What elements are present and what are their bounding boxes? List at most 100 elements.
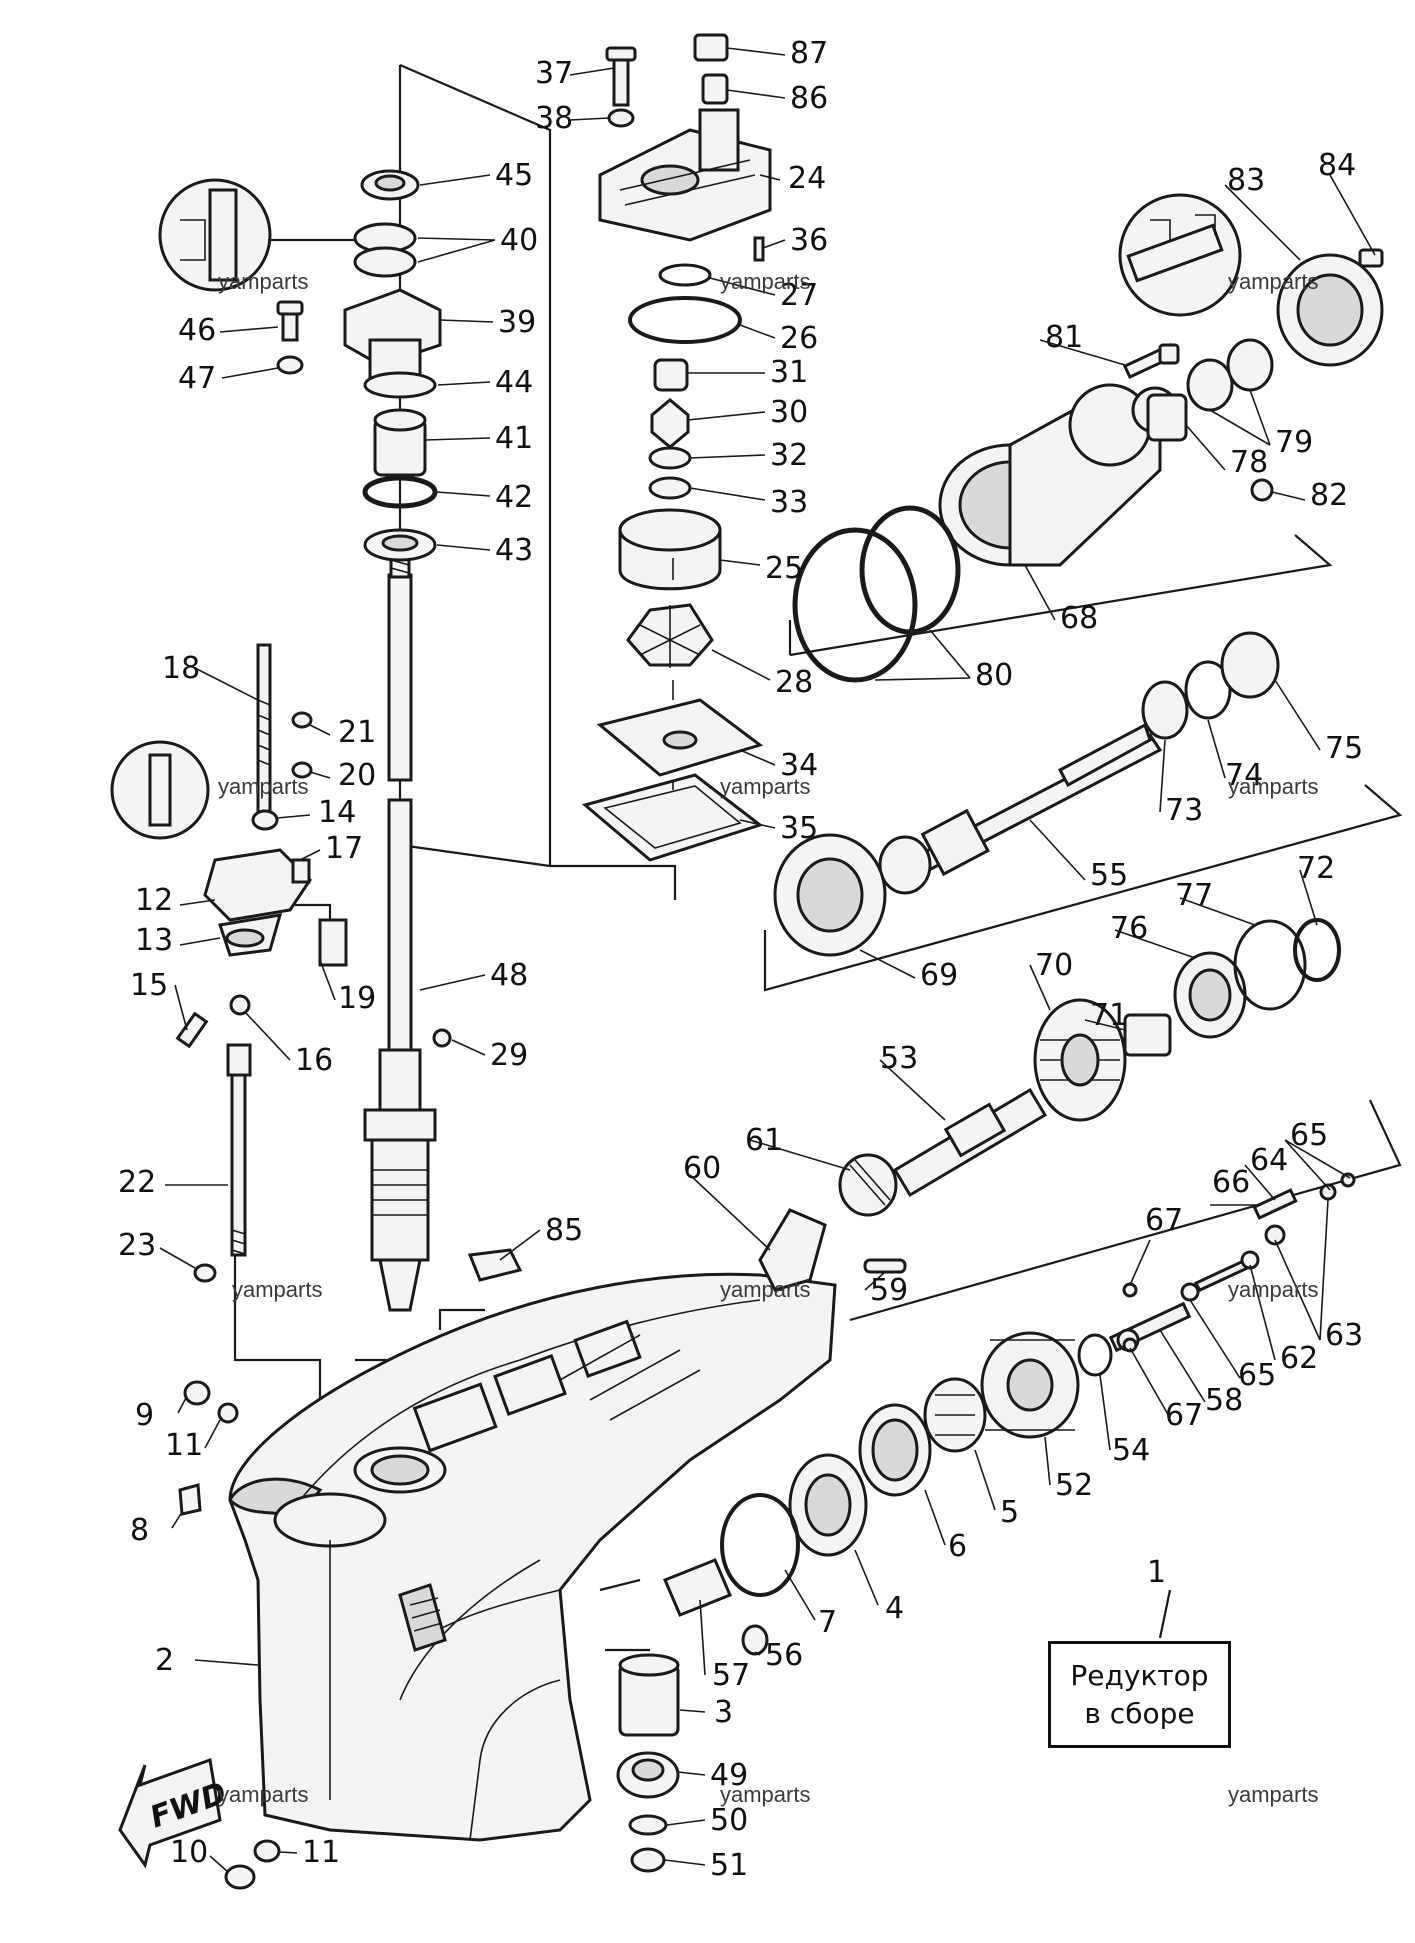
part-label-15: 15 [130,968,168,1003]
part-label-84: 84 [1318,148,1356,183]
part-label-46: 46 [178,313,216,348]
watermarks: yamparts yamparts yamparts yamparts yamp… [218,269,1318,1807]
part-label-1: 1 [1147,1555,1166,1590]
part-label-74: 74 [1225,758,1263,793]
assembly-label-line-1: Редуктор [1070,1658,1209,1692]
part-label-7: 7 [818,1605,837,1640]
part-label-45: 45 [495,158,533,193]
part-label-3: 3 [714,1695,733,1730]
part-label-8: 8 [130,1513,149,1548]
part-label-53: 53 [880,1041,918,1076]
watermark: yamparts [232,1277,322,1302]
part-label-52: 52 [1055,1468,1093,1503]
part-label-23: 23 [118,1228,156,1263]
part-label-62: 62 [1280,1341,1318,1376]
part-label-34: 34 [780,748,818,783]
shift-cam-parts [1108,1172,1356,1353]
part-label-44: 44 [495,365,533,400]
part-label-75: 75 [1325,731,1363,766]
part-label-24: 24 [788,161,826,196]
part-label-57: 57 [712,1658,750,1693]
watermark: yamparts [720,1782,810,1807]
watermark: yamparts [720,269,810,294]
part-label-5: 5 [1000,1495,1019,1530]
lower-gear-case [228,1272,837,1842]
watermark: yamparts [218,774,308,799]
case-fasteners [178,1380,281,1890]
part-label-9: 9 [135,1398,154,1433]
part-label-82: 82 [1310,478,1348,513]
part-label-58: 58 [1205,1383,1243,1418]
part-label-79: 79 [1275,425,1313,460]
part-label-19: 19 [338,981,376,1016]
part-label-17: 17 [325,831,363,866]
part-label-36: 36 [790,223,828,258]
part-label-69: 69 [920,958,958,993]
watermark: yamparts [720,774,810,799]
part-label-63: 63 [1325,1318,1363,1353]
part-label-64: 64 [1250,1143,1288,1178]
label-leaders [159,47,1376,1873]
small-parts-shaft [432,1028,523,1282]
part-label-67a: 67 [1145,1203,1183,1238]
part-label-2: 2 [155,1643,174,1678]
forward-gear-group [1033,918,1341,1122]
part-label-13: 13 [135,923,173,958]
part-label-31: 31 [770,355,808,390]
part-label-26: 26 [780,321,818,356]
watermark: yamparts [218,1782,308,1807]
propeller-shaft-housing [792,193,1384,683]
part-label-4: 4 [885,1591,904,1626]
part-label-81: 81 [1045,320,1083,355]
part-label-86: 86 [790,81,828,116]
part-label-20: 20 [338,758,376,793]
part-label-68: 68 [1060,601,1098,636]
part-label-48: 48 [490,958,528,993]
drive-shaft [363,553,437,1312]
part-label-56: 56 [765,1638,803,1673]
assembly-frame-lines [233,63,1403,1652]
part-label-50: 50 [710,1803,748,1838]
part-label-35: 35 [780,811,818,846]
part-label-11a: 11 [165,1428,203,1463]
part-label-59: 59 [870,1273,908,1308]
part-label-25: 25 [765,551,803,586]
part-label-67b: 67 [1165,1398,1203,1433]
part-label-28: 28 [775,665,813,700]
part-label-87: 87 [790,36,828,71]
part-label-80: 80 [975,658,1013,693]
part-label-11b: 11 [302,1835,340,1870]
part-label-66: 66 [1212,1165,1250,1200]
part-number-labels: 1 2 3 4 5 6 7 8 9 10 11 11 12 13 14 15 1… [118,36,1363,1883]
watermark: yamparts [1228,1782,1318,1807]
part-label-71: 71 [1090,998,1128,1033]
drive-shaft-upper-parts [158,169,442,562]
part-label-38: 38 [535,101,573,136]
part-label-47: 47 [178,361,216,396]
part-label-29: 29 [490,1038,528,1073]
shift-rod-assembly [110,643,348,1283]
part-label-14: 14 [318,795,356,830]
watermark: yamparts [218,269,308,294]
part-label-70: 70 [1035,948,1073,983]
part-label-65a: 65 [1290,1118,1328,1153]
part-label-43: 43 [495,533,533,568]
part-label-78: 78 [1230,445,1268,480]
fwd-arrow-tag: FWD [118,1757,231,1869]
part-label-10: 10 [170,1835,208,1870]
part-label-12: 12 [135,883,173,918]
part-label-54: 54 [1112,1433,1150,1468]
part-label-22: 22 [118,1165,156,1200]
part-label-73: 73 [1165,793,1203,828]
part-label-85: 85 [545,1213,583,1248]
part-label-42: 42 [495,480,533,515]
part-label-41: 41 [495,421,533,456]
anode-plate [398,1583,447,1652]
part-label-33: 33 [770,485,808,520]
assembly-label-box: Редуктор в сборе [1048,1641,1231,1748]
part-label-37: 37 [535,56,573,91]
part-label-27: 27 [780,278,818,313]
part-label-76: 76 [1110,911,1148,946]
part-label-39: 39 [498,305,536,340]
